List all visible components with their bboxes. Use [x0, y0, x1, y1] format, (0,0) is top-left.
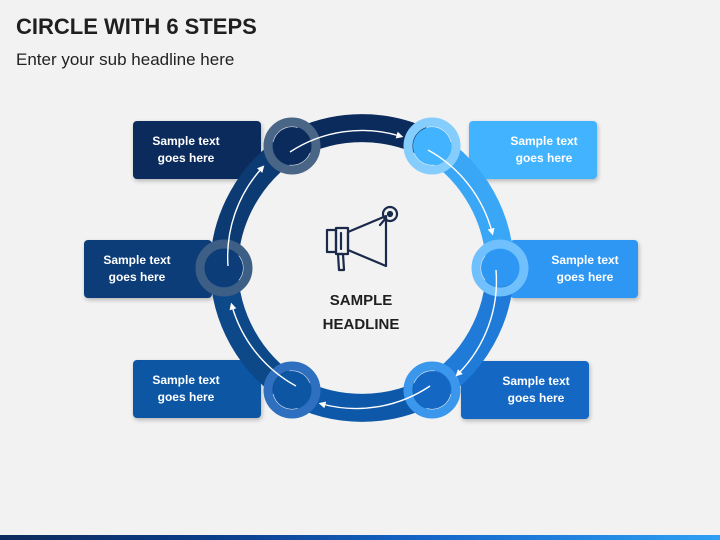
page-subtitle: Enter your sub headline here — [16, 50, 235, 69]
step-label-4: Sample text goes here — [502, 374, 570, 405]
flow-arrow-5 — [229, 302, 297, 387]
step-box-6: Sample text goes here — [84, 240, 212, 298]
step-node-6 — [195, 239, 253, 297]
step-label-1: Sample text goes here — [152, 134, 220, 165]
flow-arrow-1 — [289, 129, 404, 153]
flow-arrow-2 — [427, 149, 495, 236]
step-node-3 — [471, 239, 529, 297]
ring-segments — [210, 114, 514, 422]
flow-arrow-4 — [318, 385, 431, 410]
megaphone-icon — [325, 205, 399, 272]
step-node-4 — [403, 361, 461, 419]
center-headline-line-1: SAMPLE — [329, 292, 393, 309]
page-title: CIRCLE WITH 6 STEPS — [16, 14, 257, 39]
flow-arrow-6 — [226, 165, 265, 267]
step-box-3: Sample text goes here — [510, 240, 638, 298]
step-box-4: Sample text goes here — [461, 361, 589, 419]
step-node-fills — [205, 127, 519, 409]
step-nodes — [195, 117, 529, 419]
step-label-5: Sample text goes here — [152, 373, 220, 404]
step-box-5: Sample text goes here — [133, 360, 261, 418]
center-headline-line-2: HEADLINE — [322, 316, 400, 333]
step-box-1: Sample text goes here — [133, 121, 261, 179]
step-label-3: Sample text goes here — [551, 253, 619, 284]
step-label-6: Sample text goes here — [103, 253, 171, 284]
step-node-1 — [263, 117, 321, 175]
step-box-2: Sample text goes here — [469, 121, 597, 179]
flow-arrows — [226, 129, 498, 410]
step-label-2: Sample text goes here — [510, 134, 578, 165]
step-node-5 — [263, 361, 321, 419]
step-node-2 — [403, 117, 461, 175]
flow-arrow-3 — [455, 269, 498, 377]
center-headline: SAMPLE HEADLINE — [300, 289, 422, 337]
bottom-accent-bar — [0, 535, 720, 540]
